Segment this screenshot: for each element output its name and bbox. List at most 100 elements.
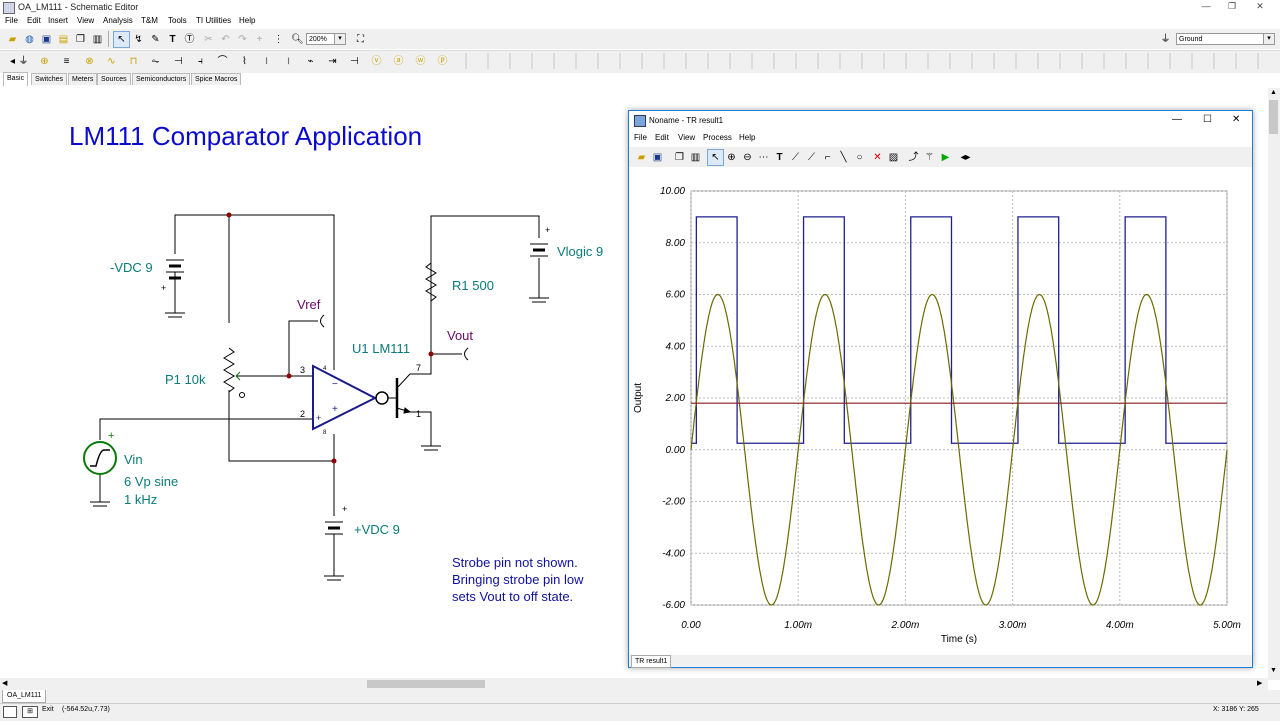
resistor-r1[interactable] (425, 260, 437, 309)
pulse-source-icon[interactable]: ⊓ (129, 56, 138, 67)
vout-terminal[interactable] (459, 347, 469, 361)
redo-icon[interactable]: ↷ (238, 34, 247, 45)
potentiometer-icon[interactable]: ⌇ (242, 56, 247, 67)
battery-icon[interactable]: ≡ (63, 56, 70, 67)
zoom-icon[interactable]: 🔍︎ (291, 34, 304, 45)
schematic-mode-icon[interactable] (3, 706, 17, 718)
ground-component-icon[interactable]: ⏚ (18, 56, 29, 67)
close-icon[interactable]: ✕ (1232, 114, 1241, 125)
scroll-left-icon[interactable]: ◂ (9, 56, 16, 67)
capacitor-icon[interactable]: ⊣ (174, 56, 183, 67)
ground-tool-icon[interactable]: ⏚ (1160, 34, 1171, 45)
folder-icon[interactable]: ▤ (58, 34, 69, 45)
graph-menu-file[interactable]: File (634, 133, 647, 142)
search-icon[interactable]: ◍ (25, 34, 34, 45)
transformer-icon[interactable]: ⧘ (265, 56, 268, 67)
wand-icon[interactable]: ⚚ (925, 152, 934, 163)
select-arrow-icon[interactable]: ↖ (707, 149, 724, 166)
voltmeter-icon[interactable]: ⓥ (371, 56, 382, 67)
capacitor-polar-icon[interactable]: ⫞ (198, 56, 203, 67)
tab-oa-lm111[interactable]: OA_LM111 (2, 690, 47, 703)
zoom-out-icon[interactable]: ⊖ (743, 152, 752, 163)
ammeter-icon[interactable]: ⓐ (393, 56, 404, 67)
pencil-icon[interactable]: ✎ (151, 34, 160, 45)
paste-icon[interactable]: ▥ (92, 34, 103, 45)
tab-sources[interactable]: Sources (97, 73, 131, 85)
scroll-up-icon[interactable]: ▲ (1270, 89, 1277, 96)
fit-icon[interactable]: ⛶ (357, 34, 364, 45)
coupled-inductor-icon[interactable]: ⧙ (287, 56, 290, 67)
undo-icon[interactable]: ↶ (221, 34, 230, 45)
exit-button[interactable]: Exit (42, 706, 54, 713)
wire-icon[interactable]: ↯ (134, 34, 143, 45)
marker-icon[interactable]: ⌐ (824, 152, 831, 163)
tab-meters[interactable]: Meters (68, 73, 98, 85)
menu-tools[interactable]: Tools (168, 16, 187, 25)
menu-analysis[interactable]: Analysis (103, 16, 133, 25)
open-icon[interactable]: ▰ (637, 152, 646, 163)
menu-insert[interactable]: Insert (48, 16, 69, 25)
terminal-icon[interactable]: ⊣ (350, 56, 359, 67)
tab-switches[interactable]: Switches (31, 73, 68, 85)
scroll-down-icon[interactable]: ▼ (1270, 667, 1277, 674)
text-box-icon[interactable]: Ⓣ (184, 34, 195, 45)
comparator-u1[interactable] (312, 364, 389, 431)
curve-icon[interactable]: ⤴ (908, 152, 919, 163)
run-icon[interactable]: ▶ (941, 152, 950, 163)
menu-tm[interactable]: T&M (141, 16, 158, 25)
minimize-icon[interactable]: — (1172, 114, 1182, 125)
grid-icon[interactable]: ⋯ (758, 152, 769, 163)
horizontal-scrollbar[interactable]: ◀ ▶ (0, 678, 1268, 690)
ac-source-icon[interactable]: ∿ (107, 56, 116, 67)
menu-edit[interactable]: Edit (27, 16, 41, 25)
menu-view[interactable]: View (77, 16, 95, 25)
horizontal-scroll-thumb[interactable] (367, 680, 485, 688)
minimize-icon[interactable]: — (1201, 1, 1211, 11)
relay-icon[interactable]: ⇥ (328, 56, 337, 67)
vertical-scrollbar[interactable]: ▲ ▼ (1268, 88, 1280, 680)
grid-icon[interactable]: ⋮ (273, 34, 284, 45)
vdc-pos-battery[interactable] (325, 521, 343, 535)
graph-menu-process[interactable]: Process (703, 133, 732, 142)
zoom-select[interactable]: 200%▾ (306, 33, 346, 45)
tab-spice-macros[interactable]: Spice Macros (191, 73, 242, 85)
cursor-a-icon[interactable]: ⟋ (792, 152, 799, 163)
save-icon[interactable]: ▣ (652, 152, 663, 163)
scroll-right-icon[interactable]: ▶ (1257, 680, 1263, 687)
copy-icon[interactable]: ❐ (76, 34, 85, 45)
line-tool-icon[interactable]: ╲ (840, 152, 847, 163)
resistor-icon[interactable]: ⏦ (151, 56, 160, 67)
vlogic-battery[interactable] (530, 243, 548, 257)
close-icon[interactable]: ✕ (1256, 1, 1264, 11)
menu-help[interactable]: Help (239, 16, 256, 25)
vref-terminal[interactable] (314, 314, 325, 328)
nav-arrows-icon[interactable]: ◂▸ (960, 152, 971, 163)
add-icon[interactable]: + (256, 34, 263, 45)
component-select[interactable]: Ground▾ (1176, 33, 1275, 45)
paste-icon[interactable]: ▥ (690, 152, 701, 163)
zoom-in-icon[interactable]: ⊕ (727, 152, 736, 163)
restore-icon[interactable]: ❐ (1227, 1, 1237, 11)
graph-menu-edit[interactable]: Edit (655, 133, 669, 142)
vertical-scroll-thumb[interactable] (1269, 100, 1278, 134)
cut-icon[interactable]: ✂ (204, 34, 213, 45)
current-source-icon[interactable]: ⊗ (85, 56, 94, 67)
select-arrow-icon[interactable]: ↖ (113, 31, 130, 48)
power-meter-icon[interactable]: ⓦ (415, 56, 426, 67)
graph-menu-help[interactable]: Help (739, 133, 756, 142)
graph-menu-view[interactable]: View (678, 133, 696, 142)
tab-tr-result1[interactable]: TR result1 (631, 655, 672, 668)
maximize-icon[interactable]: ☐ (1203, 114, 1212, 125)
probe-icon[interactable]: ⓟ (437, 56, 448, 67)
open-icon[interactable]: ▰ (8, 34, 17, 45)
scroll-left-icon[interactable]: ◀ (2, 680, 8, 687)
text-icon[interactable]: T (776, 152, 783, 163)
menu-file[interactable]: File (5, 16, 18, 25)
tab-semiconductors[interactable]: Semiconductors (132, 73, 191, 85)
text-icon[interactable]: T (169, 34, 176, 45)
tab-basic[interactable]: Basic (3, 72, 29, 86)
potentiometer-p1[interactable] (223, 347, 249, 398)
chip-mode-icon[interactable]: ⊞ (22, 706, 38, 718)
inductor-icon[interactable]: ⌒ (217, 56, 228, 67)
